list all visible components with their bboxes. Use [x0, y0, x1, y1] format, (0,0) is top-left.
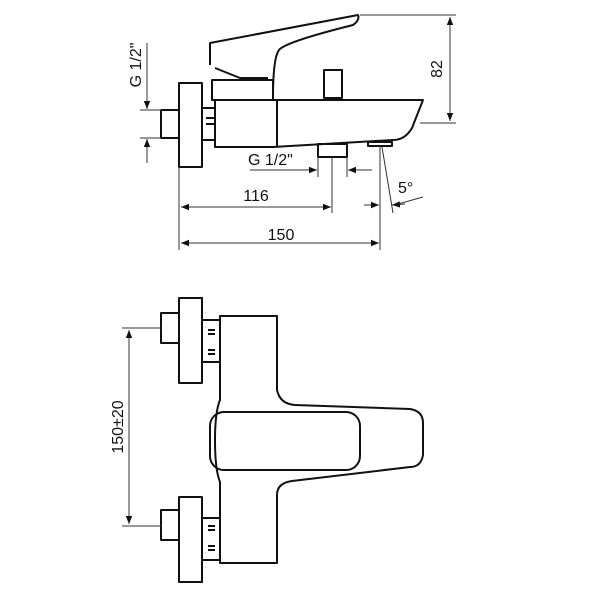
- spout-body: [214, 99, 424, 148]
- inlet-pipe: [160, 109, 180, 139]
- inlet-pipe-top: [160, 312, 180, 344]
- wall-flange-top: [178, 297, 203, 384]
- wall-flange-bottom: [178, 496, 203, 583]
- dim-outlet-thread-label: G 1/2": [248, 152, 293, 169]
- dim-center-distance-label: 150±20: [110, 400, 127, 453]
- dimension-angle: 5°: [364, 146, 424, 214]
- body-and-spout: [214, 315, 424, 564]
- handle-base: [211, 79, 274, 101]
- dim-height-label: 82: [429, 60, 446, 78]
- aerator: [367, 141, 393, 147]
- dimension-150: 150: [181, 146, 381, 250]
- wall-flange: [178, 82, 203, 168]
- dim-inlet-thread-label: G 1/2": [128, 43, 145, 88]
- thread-connectors: [202, 319, 220, 561]
- side-view: 82 G 1/2" G 1/2" 116 150 5°: [128, 14, 456, 250]
- dim-outlet-distance-label: 116: [243, 188, 269, 205]
- dimension-82: 82: [360, 14, 456, 124]
- dimension-center-distance: 150±20: [110, 327, 161, 527]
- dim-angle-label: 5°: [398, 180, 413, 197]
- dimension-outlet-thread: G 1/2": [248, 152, 372, 177]
- dimension-116: 116: [178, 157, 333, 250]
- dimension-inlet-thread: G 1/2": [128, 43, 161, 163]
- lever-handle-top: [209, 411, 361, 471]
- outlet-connector: [317, 143, 348, 158]
- inlet-pipe-bottom: [160, 509, 180, 541]
- diverter-knob: [323, 69, 343, 99]
- top-view: 150±20: [110, 297, 424, 583]
- dim-depth-label: 150: [268, 227, 295, 244]
- lever-handle: [209, 14, 360, 99]
- thread-connector: [202, 107, 216, 141]
